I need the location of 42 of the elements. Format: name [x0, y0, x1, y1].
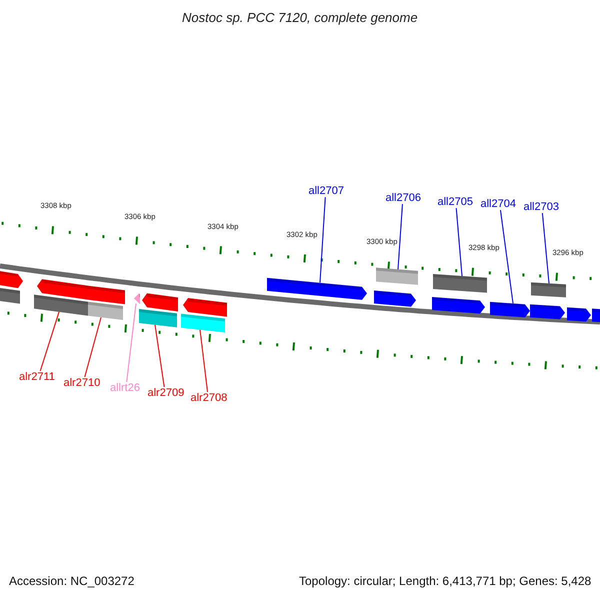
leader-line [154, 324, 165, 388]
pointed-gene-block [490, 302, 530, 318]
pointed-gene-block [592, 308, 600, 322]
leader-line [542, 212, 550, 284]
gene-block [181, 314, 225, 333]
gene-label: alr2708 [190, 392, 228, 404]
gene-block [34, 294, 88, 316]
leader-line [126, 303, 136, 382]
footer-text: Accession: NC_003272 [9, 574, 134, 588]
pointed-gene-block [142, 293, 178, 312]
pointed-gene-block [37, 279, 90, 300]
gene-block [88, 302, 123, 320]
gene-label: alr2711 [19, 371, 55, 384]
gene-block [139, 308, 177, 328]
gene-label: all2706 [386, 192, 421, 204]
gene-label: alr2709 [148, 387, 184, 400]
pointed-gene-block [267, 278, 367, 300]
gene-label: all2703 [524, 201, 559, 214]
pointed-gene-block [530, 304, 565, 320]
gene-block [90, 286, 125, 304]
gene-label: all2704 [480, 198, 516, 210]
leader-line [456, 208, 462, 277]
leader-line [40, 311, 60, 372]
gene-label: all2705 [438, 196, 473, 208]
leader-line [500, 210, 514, 304]
gene-block [433, 274, 487, 293]
pointed-gene-block [432, 296, 485, 314]
footer-text: Topology: circular; Length: 6,413,771 bp; Genes: 5,428 [299, 574, 592, 588]
pointed-gene-block [183, 298, 227, 317]
title: Nostoc sp. PCC 7120, complete genome [182, 11, 418, 26]
gene-block [0, 287, 20, 304]
leader-line [200, 329, 208, 392]
gene-label: allrt26 [110, 382, 140, 394]
pointed-gene-block [0, 270, 23, 288]
pointed-gene-block [134, 293, 140, 304]
leader-line [320, 196, 326, 284]
gene-label: alr2710 [64, 377, 100, 390]
gene-block [376, 268, 418, 285]
gene-block [531, 282, 566, 298]
leader-line [398, 204, 403, 270]
gene-label: all2707 [308, 185, 344, 198]
pointed-gene-block [374, 290, 416, 307]
